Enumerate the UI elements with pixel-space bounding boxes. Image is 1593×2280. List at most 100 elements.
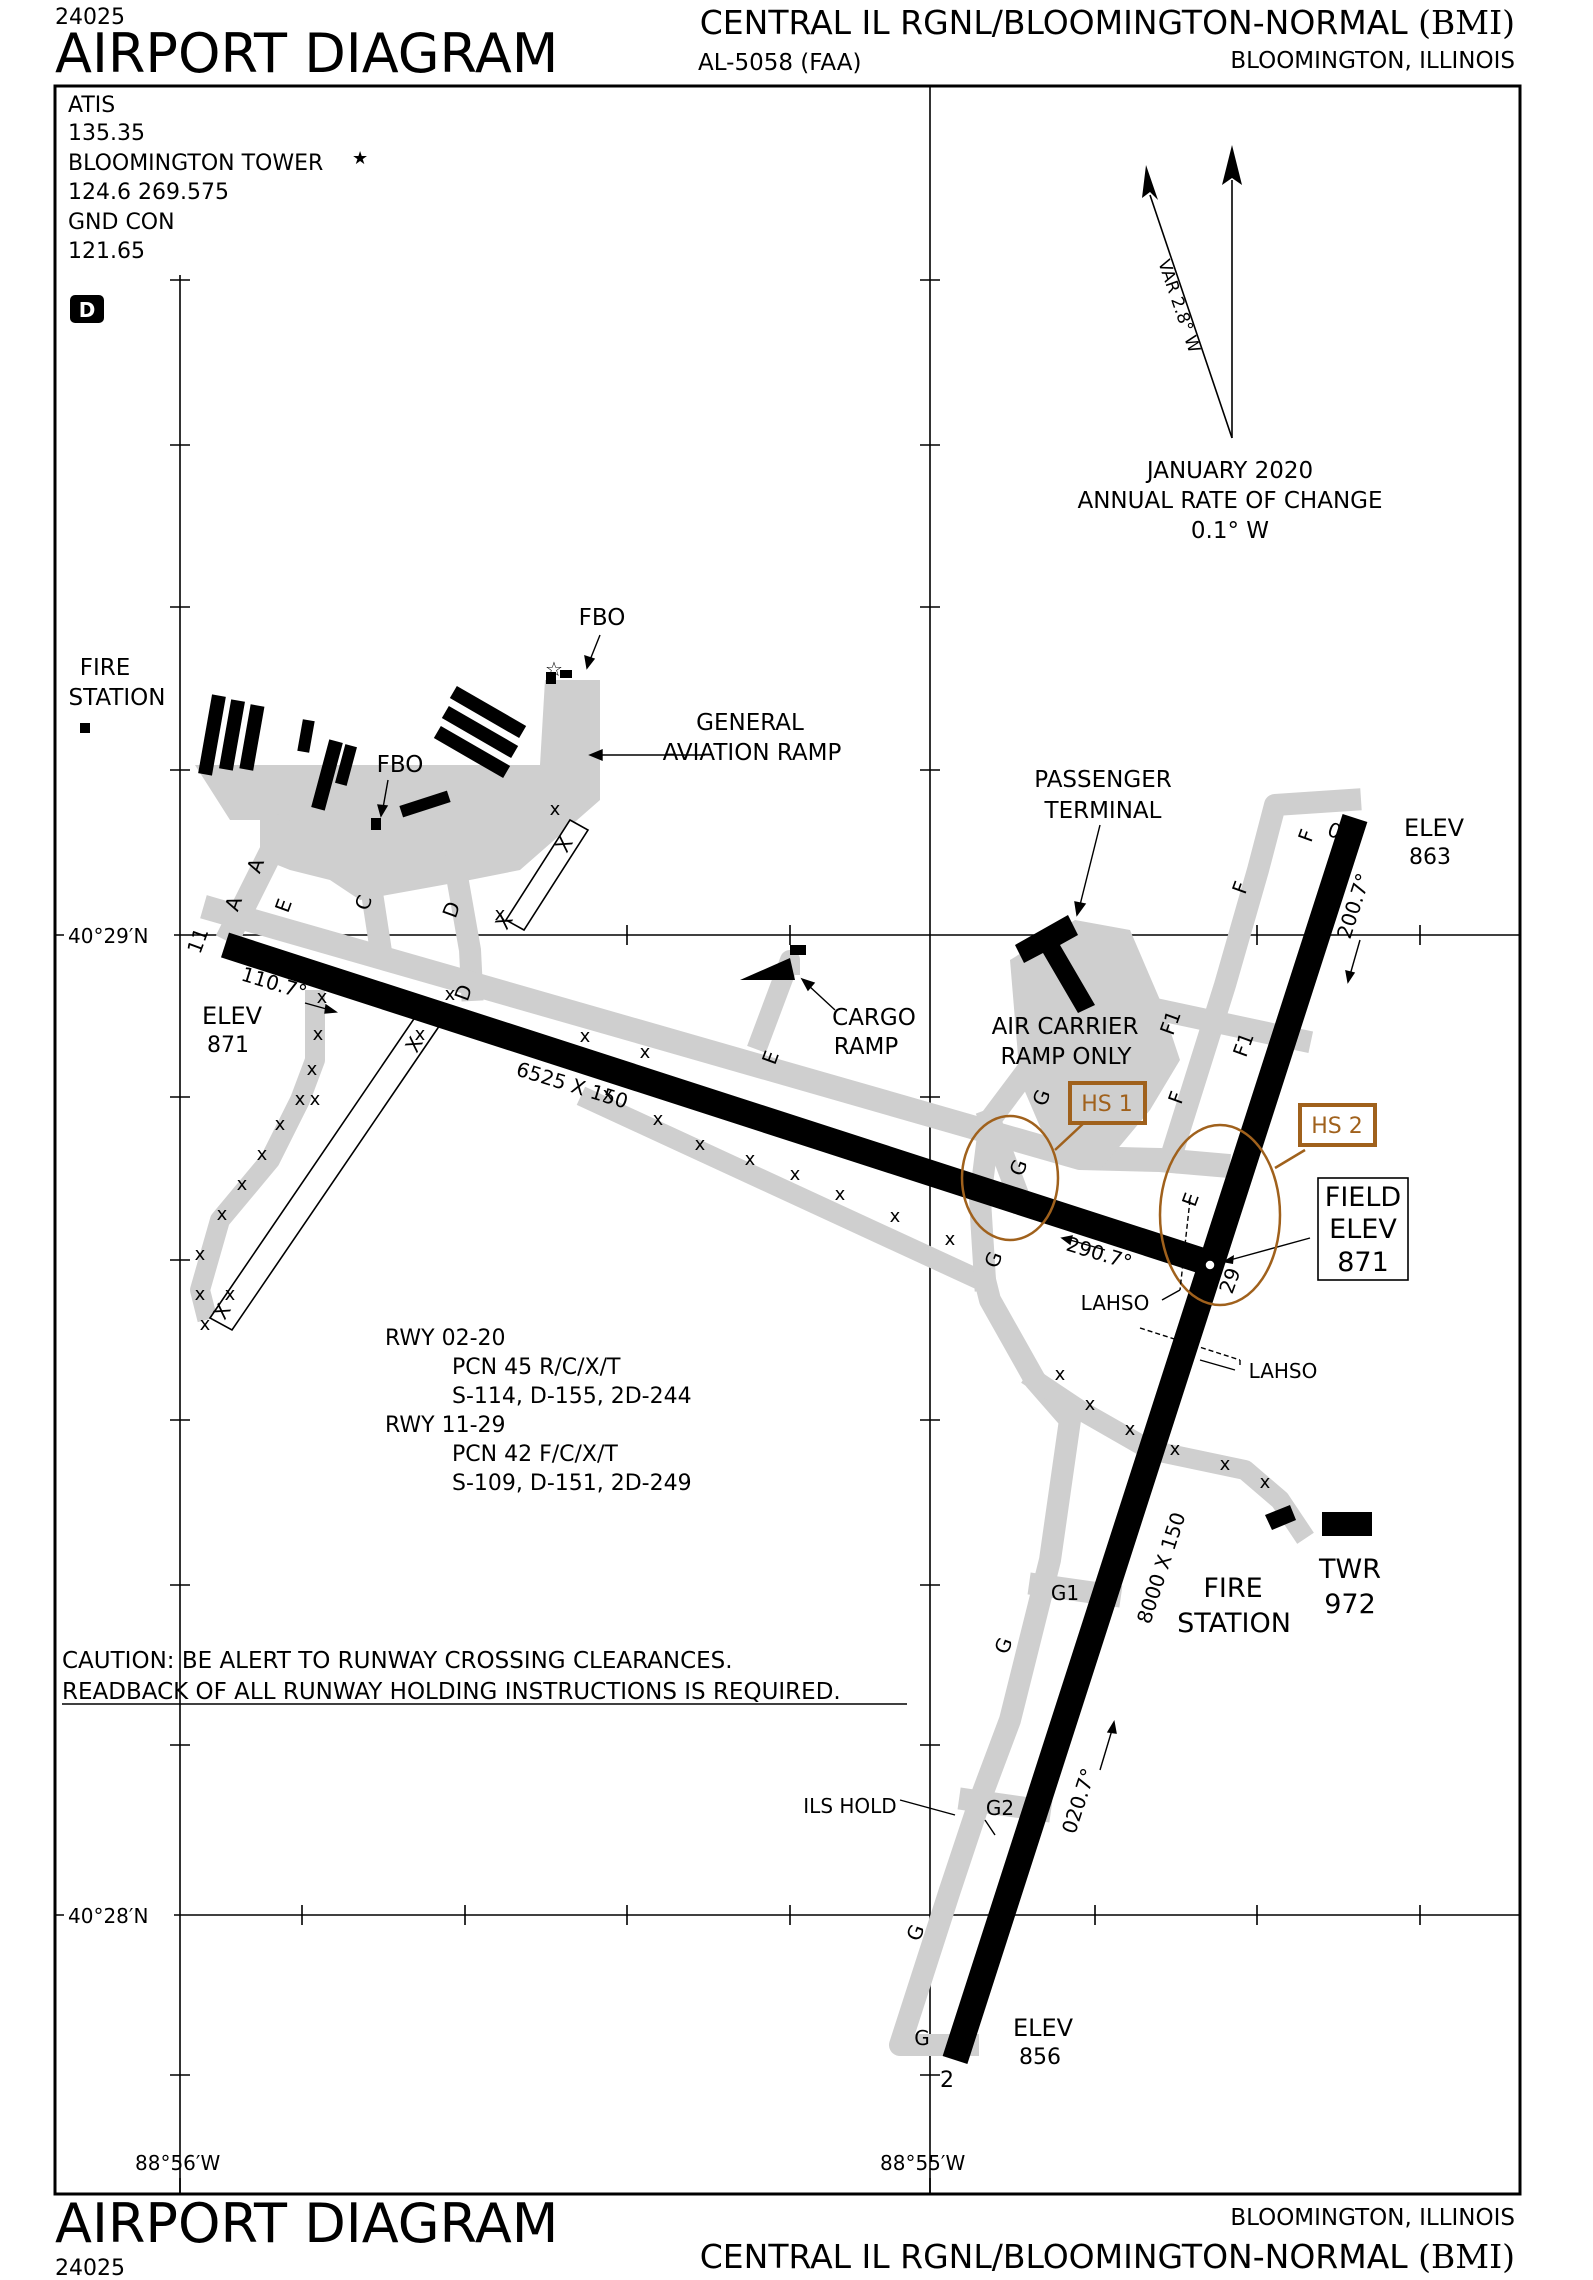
rwy-02-20-weights: S-114, D-155, 2D-244 <box>452 1384 692 1409</box>
hot-spots <box>960 1081 1377 1307</box>
hangar-8 <box>441 705 519 759</box>
ga-ramp-line1: GENERAL <box>696 710 804 736</box>
rwy-11-29-pcn: PCN 42 F/C/X/T <box>452 1442 618 1467</box>
closed-marker: x <box>790 1164 801 1185</box>
ils-hold-line <box>984 1819 996 1836</box>
hangar-3 <box>239 704 265 771</box>
passenger-terminal <box>1015 915 1095 1013</box>
magnetic-north-arrow-icon <box>1142 165 1158 200</box>
caution-note: CAUTION: BE ALERT TO RUNWAY CROSSING CLE… <box>62 1648 907 1705</box>
taxiways <box>190 680 1362 2056</box>
fire-station-right-line2: STATION <box>1177 1608 1291 1639</box>
closed-marker: x <box>275 1114 286 1135</box>
closed-marker: x <box>603 1084 614 1105</box>
closed-marker: x <box>310 1089 321 1110</box>
tower-label: BLOOMINGTON TOWER <box>68 151 323 176</box>
lahso-label-2: LAHSO <box>1249 1359 1318 1383</box>
hangar-7 <box>449 685 527 739</box>
taxiway-g-ramp <box>975 1105 1035 1215</box>
airport-name-top: CENTRAL IL RGNL/BLOOMINGTON-NORMAL (BMI) <box>700 3 1515 42</box>
closed-marker: x <box>835 1184 846 1205</box>
closed-marker: x <box>307 1059 318 1080</box>
hot-spot-2: HS 2 <box>1311 1114 1363 1139</box>
fbo-building-3 <box>560 670 572 678</box>
taxiway-closed-west <box>190 990 325 1323</box>
elev-20-label: ELEV <box>1404 814 1465 842</box>
runway-end-11: 11 <box>182 925 213 957</box>
taxiway-g-lower <box>889 1266 1081 2056</box>
pcn-block: RWY 02-20 PCN 45 R/C/X/T S-114, D-155, 2… <box>385 1326 692 1496</box>
rwy-02-20-pcn: PCN 45 R/C/X/T <box>452 1355 621 1380</box>
fire-station-left-line2: STATION <box>69 685 166 711</box>
frequency-block: ATIS 135.35 BLOOMINGTON TOWER ★ 124.6 26… <box>68 93 368 323</box>
tower-frequency: 124.6 269.575 <box>68 180 229 205</box>
taxiway-c <box>357 867 393 958</box>
atis-label: ATIS <box>68 93 115 118</box>
runway-end-2: 2 <box>940 2068 954 2093</box>
closed-marker: x <box>415 1024 426 1045</box>
taxiway-label: G <box>1027 1086 1055 1109</box>
rwy-02-20-label: RWY 02-20 <box>385 1326 506 1351</box>
taxiway-label: G <box>979 1248 1007 1271</box>
procedure-id: AL-5058 (FAA) <box>698 50 861 76</box>
terminal-line1: PASSENGER <box>1034 767 1171 793</box>
chart-frame <box>53 84 1522 2196</box>
d-symbol-box <box>70 295 104 323</box>
taxiway-label: G <box>901 1921 929 1944</box>
closed-marker: x <box>200 1314 211 1335</box>
header: 24025 AIRPORT DIAGRAM CENTRAL IL RGNL/BL… <box>55 3 1515 85</box>
longitude-left: 88°56′W <box>135 2151 220 2175</box>
closed-marker: x <box>257 1144 268 1165</box>
hold-lines <box>899 1199 1241 1836</box>
closed-marker: x <box>217 1204 228 1225</box>
variation-label: VAR 2.8° W <box>1153 257 1204 356</box>
ga-ramp <box>195 680 600 900</box>
fire-station-left-line1: FIRE <box>80 655 131 681</box>
closed-marker: x <box>445 984 456 1005</box>
hangar-4 <box>297 719 315 753</box>
field-elev-line1: FIELD <box>1325 1182 1401 1213</box>
airport-name-bottom: CENTRAL IL RGNL/BLOOMINGTON-NORMAL (BMI) <box>700 2237 1515 2276</box>
ils-hold-label: ILS HOLD <box>803 1794 896 1818</box>
heading-arrows <box>304 939 1361 1771</box>
rwy-11-29-label: RWY 11-29 <box>385 1413 506 1438</box>
ground-label: GND CON <box>68 210 175 235</box>
caution-line1: CAUTION: BE ALERT TO RUNWAY CROSSING CLE… <box>62 1648 733 1674</box>
closed-marker: x <box>890 1206 901 1227</box>
hot-spot-2-box <box>1298 1103 1377 1147</box>
lahso-line-2 <box>1139 1327 1241 1361</box>
closed-marker: x <box>195 1284 206 1305</box>
closed-marker: x <box>195 1244 206 1265</box>
elev-2-value: 856 <box>1019 2045 1061 2070</box>
footer: AIRPORT DIAGRAM 24025 BLOOMINGTON, ILLIN… <box>55 2192 1515 2280</box>
field-elevation-point <box>1204 1259 1216 1271</box>
fire-station-right-line1: FIRE <box>1203 1573 1262 1604</box>
hangar-5 <box>311 739 343 811</box>
closed-marker: x <box>580 1026 591 1047</box>
d-symbol: D <box>79 298 96 322</box>
latitude-lower: 40°28′N <box>68 1904 148 1928</box>
closed-marker: x <box>745 1149 756 1170</box>
tower-label-map: TWR <box>1318 1554 1381 1585</box>
elev-20-value: 863 <box>1409 845 1451 870</box>
taxiway-east-fire <box>1021 1366 1314 1544</box>
field-elevation-box: FIELD ELEV 871 <box>1222 1177 1409 1281</box>
runway-11-29 <box>221 932 1216 1277</box>
cargo-line2: RAMP <box>834 1034 899 1060</box>
hangar-9 <box>433 725 511 779</box>
taxiway-label: F <box>1293 826 1319 845</box>
taxiway-label: G <box>914 2026 930 2050</box>
chart-number-bottom: 24025 <box>55 2256 125 2280</box>
elev-11-label: ELEV <box>202 1002 263 1030</box>
taxiway-g-upper <box>969 1044 1051 1292</box>
taxiway-label: G2 <box>986 1796 1014 1820</box>
lahso-label-1: LAHSO <box>1081 1291 1150 1315</box>
location-top: BLOOMINGTON, ILLINOIS <box>1230 48 1515 74</box>
closed-marker: x <box>1085 1394 1096 1415</box>
air-carrier-ramp <box>1010 920 1180 1170</box>
feature-labels: FIRE STATION FBO FBO GENERAL AVIATION RA… <box>69 605 1381 1818</box>
closed-marker: x <box>317 987 328 1008</box>
closed-marker: x <box>1125 1419 1136 1440</box>
hot-spot-1-ring <box>960 1114 1060 1242</box>
